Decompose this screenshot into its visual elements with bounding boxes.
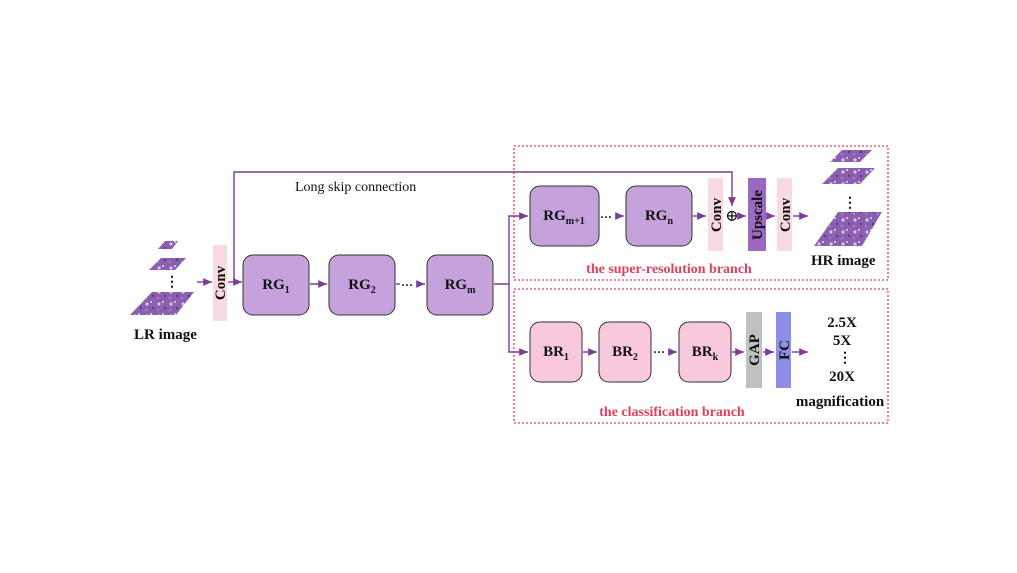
rg-ellipsis-sr: ···	[600, 210, 612, 224]
magnification-dots: ⋮	[838, 351, 852, 366]
hr-image-label: HR image	[811, 253, 876, 269]
conv-layer-sr-2	[777, 178, 792, 251]
conv-layer-first	[213, 245, 227, 321]
magnification-5x: 5X	[833, 333, 852, 349]
magnification-20x: 20X	[829, 369, 855, 385]
svg-text:RG2: RG2	[348, 277, 376, 296]
lr-image-label: LR image	[134, 327, 197, 343]
rg-block-n: RGn	[625, 185, 693, 247]
br-block-2: BR2	[598, 321, 652, 383]
svg-text:RG1: RG1	[262, 277, 290, 296]
rg-block-2: RG2	[328, 254, 396, 316]
magnification-2-5x: 2.5X	[827, 315, 857, 331]
rg-ellipsis-main: ···	[401, 278, 413, 292]
conv-label-first: Conv	[213, 265, 229, 300]
svg-text:BRk: BRk	[692, 344, 719, 363]
gap-layer	[746, 312, 762, 388]
conv-layer-sr-1	[708, 178, 723, 251]
svg-text:BR2: BR2	[612, 344, 638, 363]
svg-text:BR1: BR1	[543, 344, 569, 363]
elementwise-sum-icon: ⊕	[725, 208, 738, 225]
rg-block-m: RGm	[426, 254, 494, 316]
upscale-label: Upscale	[750, 190, 766, 240]
fc-label: FC	[777, 340, 793, 360]
svg-text:RGn: RGn	[645, 208, 674, 227]
conv-label-sr-1: Conv	[709, 197, 725, 232]
skip-connection-label: Long skip connection	[295, 180, 416, 195]
gap-label: GAP	[747, 334, 763, 366]
br-block-k: BRk	[678, 321, 732, 383]
cls-branch-label: the classification branch	[599, 405, 745, 420]
rg-block-1: RG1	[242, 254, 310, 316]
sr-branch-label: the super-resolution branch	[586, 262, 752, 277]
sr-branch-frame	[513, 145, 889, 281]
br-block-1: BR1	[529, 321, 583, 383]
rg-block-m-plus-1: RGm+1	[529, 185, 600, 247]
br-ellipsis: ···	[653, 345, 665, 359]
conv-label-sr-2: Conv	[778, 197, 794, 232]
lr-vertical-dots: ⋮	[165, 275, 179, 290]
upscale-layer	[748, 178, 766, 251]
magnification-label: magnification	[796, 394, 885, 410]
cls-branch-frame	[513, 288, 889, 424]
lr-image-stack: ⋮	[130, 241, 194, 315]
svg-text:RGm: RGm	[445, 277, 477, 296]
fc-layer	[776, 312, 791, 388]
hr-image-stack: ⋮	[814, 150, 882, 246]
svg-text:⋮: ⋮	[843, 196, 857, 211]
svg-text:RGm+1: RGm+1	[543, 208, 585, 227]
